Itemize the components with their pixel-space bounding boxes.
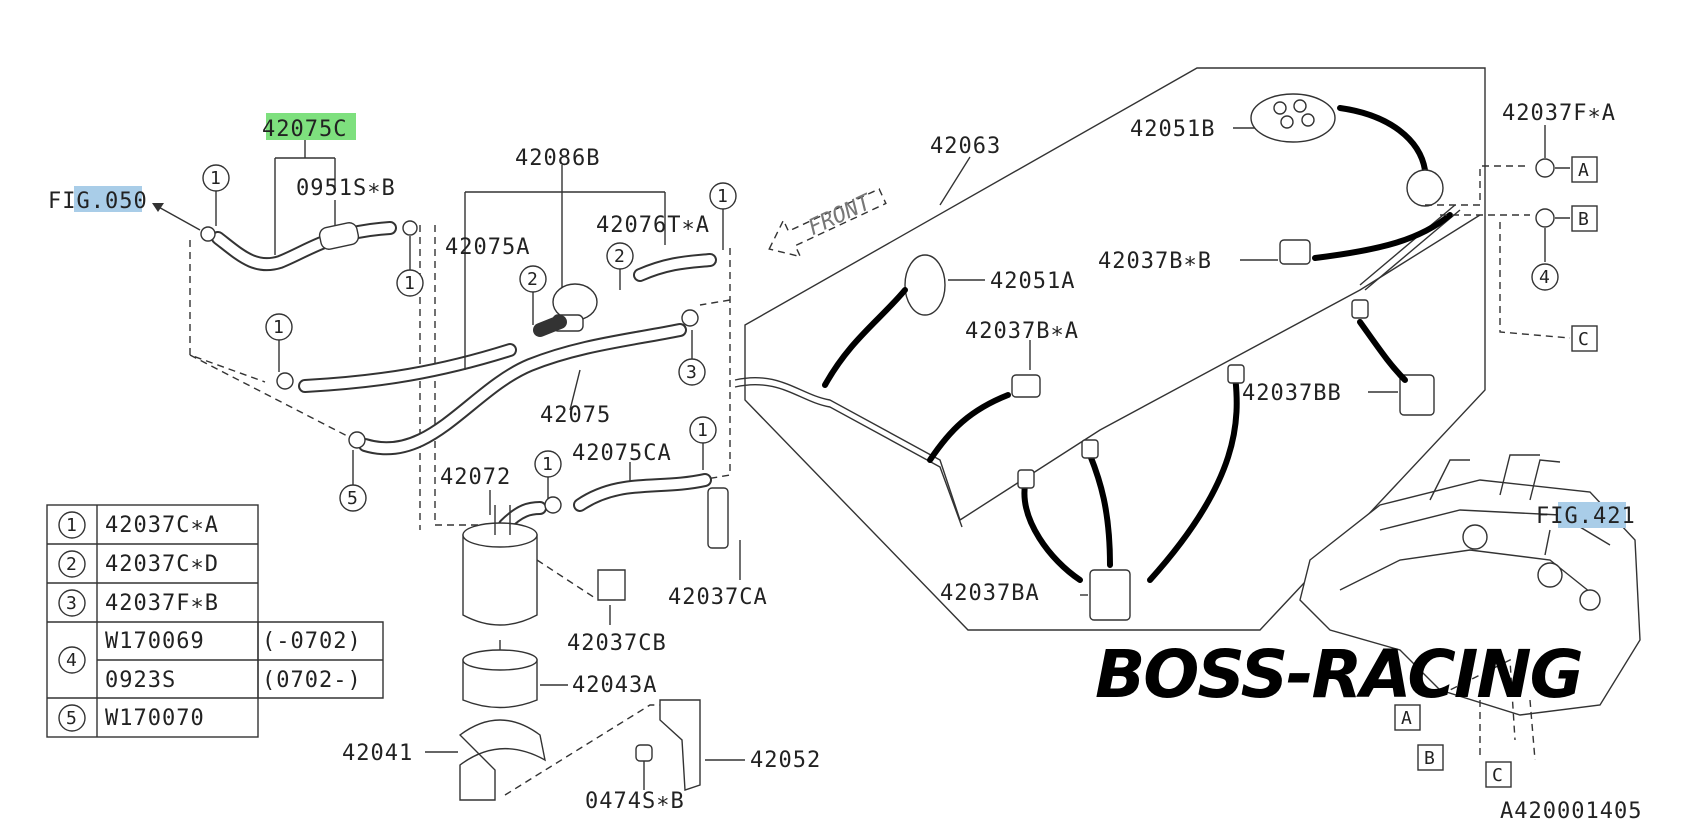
grommet-42051A [904, 254, 946, 316]
svg-text:W170069: W170069 [105, 629, 205, 654]
legend-row-5: 5 W170070 [58, 704, 205, 732]
svg-text:A: A [1401, 708, 1412, 729]
svg-text:C: C [1578, 329, 1589, 350]
legend-row-3: 3 42037F∗B [58, 589, 219, 617]
front-label: FRONT [805, 189, 877, 240]
label-42051A[interactable]: 42051A [990, 269, 1075, 294]
svg-text:1: 1 [273, 317, 284, 338]
label-42037BA-star[interactable]: 42037B∗A [965, 319, 1079, 344]
svg-text:C: C [1492, 765, 1503, 786]
label-42075CA[interactable]: 42075CA [572, 441, 672, 466]
svg-text:1: 1 [697, 420, 708, 441]
highlight-fig050 [74, 186, 142, 212]
svg-text:1: 1 [210, 168, 221, 189]
callout-2b: 2 [606, 242, 634, 270]
label-42037CA[interactable]: 42037CA [668, 585, 768, 610]
svg-text:5: 5 [347, 488, 358, 509]
label-42051B[interactable]: 42051B [1130, 117, 1215, 142]
label-42037FA[interactable]: 42037F∗A [1502, 101, 1616, 126]
svg-text:0923S: 0923S [105, 668, 176, 693]
label-42037BA[interactable]: 42037BA [940, 581, 1040, 606]
label-42072[interactable]: 42072 [440, 465, 511, 490]
legend-table: 1 42037C∗A 2 42037C∗D 3 42037F∗B 4 W1700… [46, 504, 384, 738]
svg-text:42037C∗D: 42037C∗D [105, 552, 219, 577]
box-B-bottom: B [1417, 744, 1444, 771]
label-42041[interactable]: 42041 [342, 741, 413, 766]
legend-row-1: 1 42037C∗A [58, 511, 219, 539]
diagram-id: A420001405 [1500, 799, 1642, 824]
box-A-bottom: A [1394, 704, 1421, 731]
callout-1c: 1 [265, 313, 293, 341]
label-42075[interactable]: 42075 [540, 403, 611, 428]
label-0474SB[interactable]: 0474S∗B [585, 789, 685, 814]
svg-text:1: 1 [66, 515, 77, 536]
label-42076TA[interactable]: 42076T∗A [596, 213, 710, 238]
grommet-42051B [1250, 93, 1336, 143]
callout-1a: 1 [202, 164, 230, 192]
fig050-reference-link[interactable]: FIG.050 [48, 189, 148, 214]
label-42037BB-star[interactable]: 42037B∗B [1098, 249, 1212, 274]
svg-text:42037C∗A: 42037C∗A [105, 513, 219, 538]
box-B-top: B [1571, 205, 1598, 232]
svg-text:2: 2 [614, 246, 625, 267]
svg-text:W170070: W170070 [105, 706, 205, 731]
callout-1e: 1 [534, 450, 562, 478]
label-42037BB[interactable]: 42037BB [1242, 381, 1342, 406]
label-42043A[interactable]: 42043A [572, 673, 657, 698]
fuel-tank-lines-group: 42063 FRONT 42051B 42051A 42037B∗B 42037 [734, 67, 1616, 631]
svg-text:B: B [1424, 748, 1435, 769]
svg-text:2: 2 [66, 554, 77, 575]
callout-4: 4 [1531, 263, 1559, 291]
watermark: BOSS-RACING [1095, 636, 1582, 713]
label-42063[interactable]: 42063 [930, 134, 1001, 159]
hose-assembly-left: 42075C 0951S∗B FIG.050 1 1 1 5 [48, 113, 821, 814]
callout-1d: 1 [709, 182, 737, 210]
callout-2a: 2 [519, 265, 547, 293]
fig421-reference-link[interactable]: FIG.421 [1536, 504, 1636, 529]
svg-text:2: 2 [527, 269, 538, 290]
legend-row-2: 2 42037C∗D [58, 550, 219, 578]
label-42086B[interactable]: 42086B [515, 146, 600, 171]
label-42075C[interactable]: 42075C [262, 117, 347, 142]
svg-text:A: A [1578, 160, 1589, 181]
fuel-tank-illustration: FIG.421 A B C [1299, 454, 1641, 788]
svg-text:3: 3 [66, 593, 77, 614]
highlight-42075C [266, 113, 356, 140]
svg-text:(-0702): (-0702) [262, 629, 362, 654]
callout-1f: 1 [689, 416, 717, 444]
callout-5: 5 [339, 484, 367, 512]
svg-text:42037F∗B: 42037F∗B [105, 591, 219, 616]
label-42037CB[interactable]: 42037CB [567, 631, 667, 656]
label-42052[interactable]: 42052 [750, 748, 821, 773]
svg-text:4: 4 [66, 650, 77, 671]
label-0951SB[interactable]: 0951S∗B [296, 176, 396, 201]
highlight-fig421 [1558, 502, 1626, 528]
box-C-top: C [1571, 325, 1598, 352]
svg-text:1: 1 [404, 273, 415, 294]
callout-1b: 1 [396, 269, 424, 297]
svg-text:4: 4 [1539, 267, 1550, 288]
svg-text:(0702-): (0702-) [262, 668, 362, 693]
svg-text:1: 1 [717, 186, 728, 207]
svg-text:1: 1 [542, 454, 553, 475]
svg-text:B: B [1578, 209, 1589, 230]
legend-row-4: 4 W170069 (-0702) 0923S (0702-) [58, 629, 362, 693]
box-C-bottom: C [1485, 761, 1512, 788]
callout-3: 3 [678, 358, 706, 386]
box-A-top: A [1571, 156, 1598, 183]
svg-text:5: 5 [66, 708, 77, 729]
svg-text:3: 3 [686, 362, 697, 383]
label-42075A[interactable]: 42075A [445, 235, 530, 260]
